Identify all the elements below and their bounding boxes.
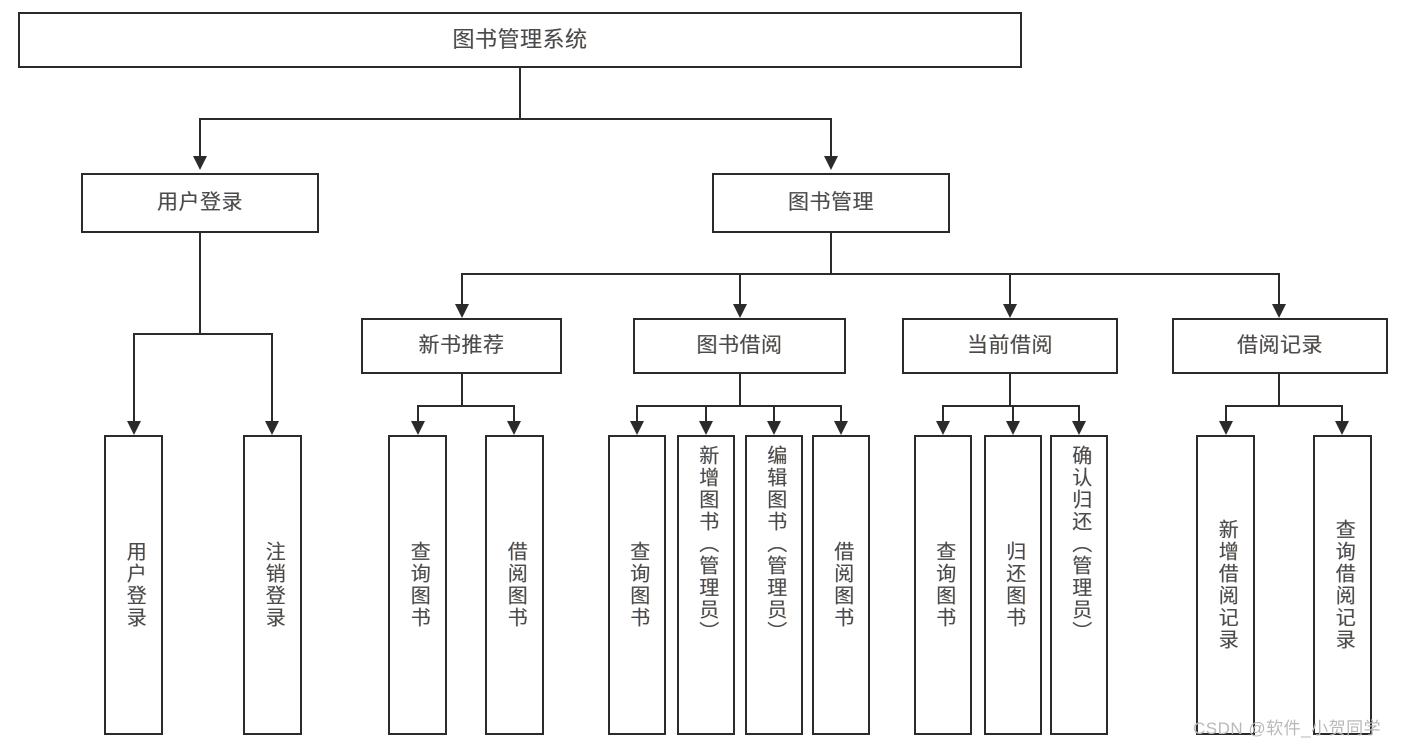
node-leaf-query-book-1[interactable]: 查询图书 xyxy=(388,435,447,735)
node-new-book-rec[interactable]: 新书推荐 xyxy=(361,318,562,374)
csdn-watermark: CSDN @软件_小贺同学 xyxy=(1193,719,1382,738)
node-leaf-return-book[interactable]: 归还图书 xyxy=(984,435,1042,735)
node-leaf-query-book-3-label: 查询图书 xyxy=(932,541,955,629)
node-leaf-add-book-admin[interactable]: 新增图书（管理员） xyxy=(677,435,735,735)
arrow-leaf-add-borrow-record xyxy=(1219,421,1233,435)
node-leaf-confirm-return-label: 确认归还（管理员） xyxy=(1068,445,1091,643)
node-leaf-user-login[interactable]: 用户登录 xyxy=(104,435,163,735)
edge-book-manage-stem xyxy=(830,233,832,273)
edge-bm-c4 xyxy=(1278,273,1280,304)
arrow-leaf-borrow-book-1 xyxy=(507,421,521,435)
node-leaf-return-book-label: 归还图书 xyxy=(1002,541,1025,629)
node-leaf-add-book-admin-label: 新增图书（管理员） xyxy=(695,445,718,643)
arrow-book-borrow xyxy=(733,304,747,318)
edge-bm-c2 xyxy=(739,273,741,304)
edge-cb-c2 xyxy=(1012,405,1014,421)
edge-cb-bus xyxy=(942,405,1078,407)
node-leaf-query-book-1-label: 查询图书 xyxy=(407,541,430,629)
arrow-leaf-query-book-2 xyxy=(630,421,644,435)
arrow-leaf-logout xyxy=(265,421,279,435)
arrow-leaf-query-book-1 xyxy=(411,421,425,435)
node-leaf-logout-label: 注销登录 xyxy=(262,541,285,629)
edge-bm-c1 xyxy=(461,273,463,304)
edge-bb-stem xyxy=(739,374,741,405)
node-borrow-record-label: 借阅记录 xyxy=(1237,333,1323,357)
node-leaf-add-borrow-record-label: 新增借阅记录 xyxy=(1215,519,1238,651)
node-leaf-edit-book-admin[interactable]: 编辑图书（管理员） xyxy=(745,435,803,735)
node-leaf-query-borrow-record-label: 查询借阅记录 xyxy=(1332,519,1355,651)
arrow-borrow-record xyxy=(1272,304,1286,318)
edge-user-login-bus xyxy=(133,333,272,335)
edge-user-login-c1 xyxy=(133,333,135,421)
node-user-login-label: 用户登录 xyxy=(157,190,243,214)
edge-book-manage-bus xyxy=(461,273,1279,275)
node-leaf-confirm-return[interactable]: 确认归还（管理员） xyxy=(1050,435,1108,735)
node-leaf-query-borrow-record[interactable]: 查询借阅记录 xyxy=(1313,435,1372,735)
node-leaf-borrow-book-2-label: 借阅图书 xyxy=(830,541,853,629)
edge-br-c2 xyxy=(1341,405,1343,421)
arrow-leaf-return-book xyxy=(1006,421,1020,435)
edge-nbr-bus xyxy=(417,405,515,407)
arrow-user-login xyxy=(193,156,207,170)
edge-nbr-c2 xyxy=(513,405,515,421)
node-book-borrow-label: 图书借阅 xyxy=(696,333,783,357)
node-root[interactable]: 图书管理系统 xyxy=(18,12,1022,68)
edge-user-login-stem xyxy=(199,233,201,333)
edge-cb-stem xyxy=(1009,374,1011,405)
node-leaf-borrow-book-2[interactable]: 借阅图书 xyxy=(812,435,870,735)
edge-bm-c3 xyxy=(1009,273,1011,304)
arrow-leaf-edit-book-admin xyxy=(767,421,781,435)
edge-bb-bus xyxy=(636,405,840,407)
arrow-leaf-user-login xyxy=(127,421,141,435)
node-leaf-borrow-book-1[interactable]: 借阅图书 xyxy=(485,435,544,735)
node-current-borrow-label: 当前借阅 xyxy=(967,333,1053,357)
edge-cb-c1 xyxy=(942,405,944,421)
edge-root-bus xyxy=(199,118,831,120)
edge-br-stem xyxy=(1278,374,1280,405)
edge-nbr-stem xyxy=(461,374,463,405)
edge-root-stem xyxy=(519,68,521,118)
edge-bb-c1 xyxy=(636,405,638,421)
arrow-leaf-query-borrow-record xyxy=(1335,421,1349,435)
arrow-leaf-confirm-return xyxy=(1072,421,1086,435)
node-leaf-query-book-2-label: 查询图书 xyxy=(626,541,649,629)
node-leaf-edit-book-admin-label: 编辑图书（管理员） xyxy=(763,445,786,643)
node-user-login[interactable]: 用户登录 xyxy=(81,173,319,233)
edge-cb-c3 xyxy=(1078,405,1080,421)
node-current-borrow[interactable]: 当前借阅 xyxy=(902,318,1118,374)
node-borrow-record[interactable]: 借阅记录 xyxy=(1172,318,1388,374)
node-book-manage-label: 图书管理 xyxy=(788,190,874,214)
arrow-leaf-borrow-book-2 xyxy=(834,421,848,435)
arrow-leaf-add-book-admin xyxy=(699,421,713,435)
edge-br-bus xyxy=(1225,405,1343,407)
node-leaf-query-book-3[interactable]: 查询图书 xyxy=(914,435,972,735)
node-root-label: 图书管理系统 xyxy=(452,27,588,53)
arrow-leaf-query-book-3 xyxy=(936,421,950,435)
arrow-current-borrow xyxy=(1003,304,1017,318)
node-leaf-user-login-label: 用户登录 xyxy=(123,541,146,629)
node-leaf-query-book-2[interactable]: 查询图书 xyxy=(608,435,666,735)
node-book-manage[interactable]: 图书管理 xyxy=(712,173,950,233)
edge-bb-c2 xyxy=(705,405,707,421)
edge-nbr-c1 xyxy=(417,405,419,421)
node-leaf-borrow-book-1-label: 借阅图书 xyxy=(504,541,527,629)
node-leaf-add-borrow-record[interactable]: 新增借阅记录 xyxy=(1196,435,1255,735)
edge-to-book-manage xyxy=(830,118,832,156)
edge-bb-c4 xyxy=(840,405,842,421)
arrow-new-book-rec xyxy=(455,304,469,318)
node-new-book-rec-label: 新书推荐 xyxy=(418,333,505,357)
edge-user-login-c2 xyxy=(271,333,273,421)
arrow-book-manage xyxy=(824,156,838,170)
node-book-borrow[interactable]: 图书借阅 xyxy=(633,318,846,374)
edge-bb-c3 xyxy=(773,405,775,421)
node-leaf-logout[interactable]: 注销登录 xyxy=(243,435,302,735)
edge-br-c1 xyxy=(1225,405,1227,421)
edge-to-user-login xyxy=(199,118,201,156)
